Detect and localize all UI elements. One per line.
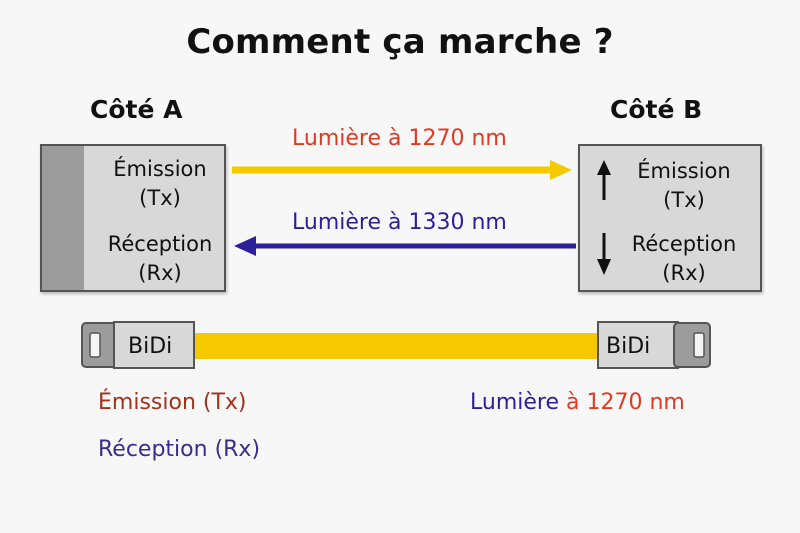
arrow-up-icon: [597, 160, 611, 200]
beam-1270-arrowhead: [550, 160, 572, 180]
legend-wavelength: Lumière à 1270 nm: [470, 390, 685, 415]
side-b-emission-label: Émission: [637, 159, 731, 183]
side-a-emission-label: Émission: [113, 157, 207, 181]
bidi-connector-right: [597, 321, 711, 369]
side-b-emission: Émission (Tx): [620, 157, 748, 215]
side-b-label: Côté B: [610, 95, 703, 124]
transceiver-a: [40, 144, 226, 292]
beam-1270-label: Lumière à 1270 nm: [292, 126, 507, 151]
arrow-down-icon: [597, 233, 611, 275]
bidi-connector-left: [81, 321, 195, 369]
beam-1330-label: Lumière à 1330 nm: [292, 210, 507, 235]
side-a-label: Côté A: [90, 95, 183, 124]
side-b-reception-code: (Rx): [662, 261, 706, 285]
side-b-reception-label: Réception: [631, 232, 737, 256]
side-a-reception: Réception (Rx): [92, 230, 228, 288]
legend-wavelength-value: à 1270 nm: [559, 390, 685, 415]
bidi-cable: [190, 333, 602, 359]
beam-1330-arrowhead: [234, 236, 256, 256]
legend-emission: Émission (Tx): [98, 390, 247, 415]
transceiver-b: [578, 144, 762, 292]
side-b-reception: Réception (Rx): [616, 230, 752, 288]
legend-reception: Réception (Rx): [98, 437, 261, 462]
diagram-title: Comment ça marche ?: [186, 22, 614, 62]
bidi-label-right: BiDi: [606, 334, 651, 359]
side-a-emission: Émission (Tx): [98, 155, 222, 213]
legend-wavelength-word: Lumière: [470, 390, 559, 415]
side-b-emission-code: (Tx): [663, 188, 705, 212]
transceiver-a-handle: [42, 146, 84, 290]
side-a-reception-label: Réception: [107, 232, 213, 256]
side-a-reception-code: (Rx): [138, 261, 182, 285]
bidi-label-left: BiDi: [128, 334, 173, 359]
side-a-emission-code: (Tx): [139, 186, 181, 210]
